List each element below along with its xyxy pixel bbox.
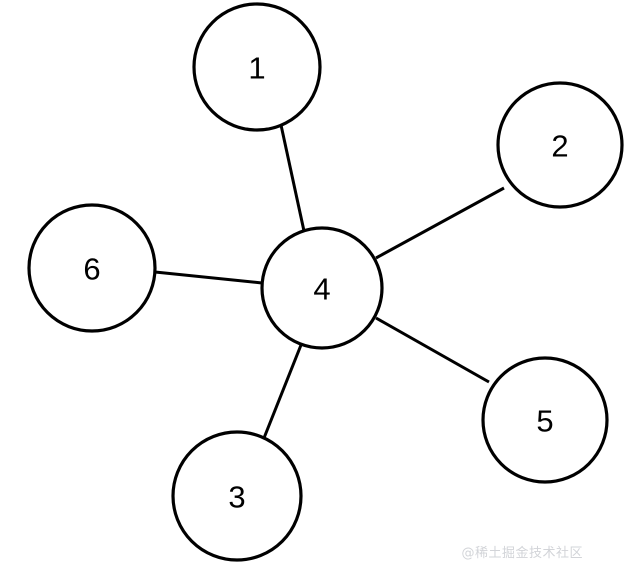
- graph-node-6[interactable]: 6: [27, 203, 157, 333]
- node-2-label: 2: [551, 129, 568, 164]
- node-3-label: 3: [228, 480, 245, 515]
- node-1-circle[interactable]: [192, 2, 322, 132]
- edge-2-4: [375, 186, 505, 260]
- graph-node-3[interactable]: 3: [171, 430, 303, 562]
- node-3-circle[interactable]: [171, 430, 303, 562]
- node-1-label: 1: [248, 51, 265, 86]
- edge-5-4: [375, 316, 490, 384]
- node-5-circle[interactable]: [481, 356, 609, 484]
- node-4-label: 4: [313, 272, 330, 307]
- node-2-circle[interactable]: [496, 81, 624, 209]
- node-5-label: 5: [536, 404, 553, 439]
- edge-6-4: [154, 270, 263, 285]
- graph-node-4[interactable]: 4: [260, 226, 384, 350]
- edge-3-4: [262, 344, 303, 439]
- node-6-label: 6: [83, 252, 100, 287]
- node-4-circle[interactable]: [260, 226, 384, 350]
- edges-layer: [154, 124, 505, 439]
- watermark-label: @稀土掘金技术社区: [461, 546, 583, 561]
- graph-node-5[interactable]: 5: [481, 356, 609, 484]
- edge-1-4: [279, 124, 306, 232]
- node-6-circle[interactable]: [27, 203, 157, 333]
- nodes-layer: 1 2 3 4 5 6: [27, 2, 624, 562]
- graph-node-2[interactable]: 2: [496, 81, 624, 209]
- graph-node-1[interactable]: 1: [192, 2, 322, 132]
